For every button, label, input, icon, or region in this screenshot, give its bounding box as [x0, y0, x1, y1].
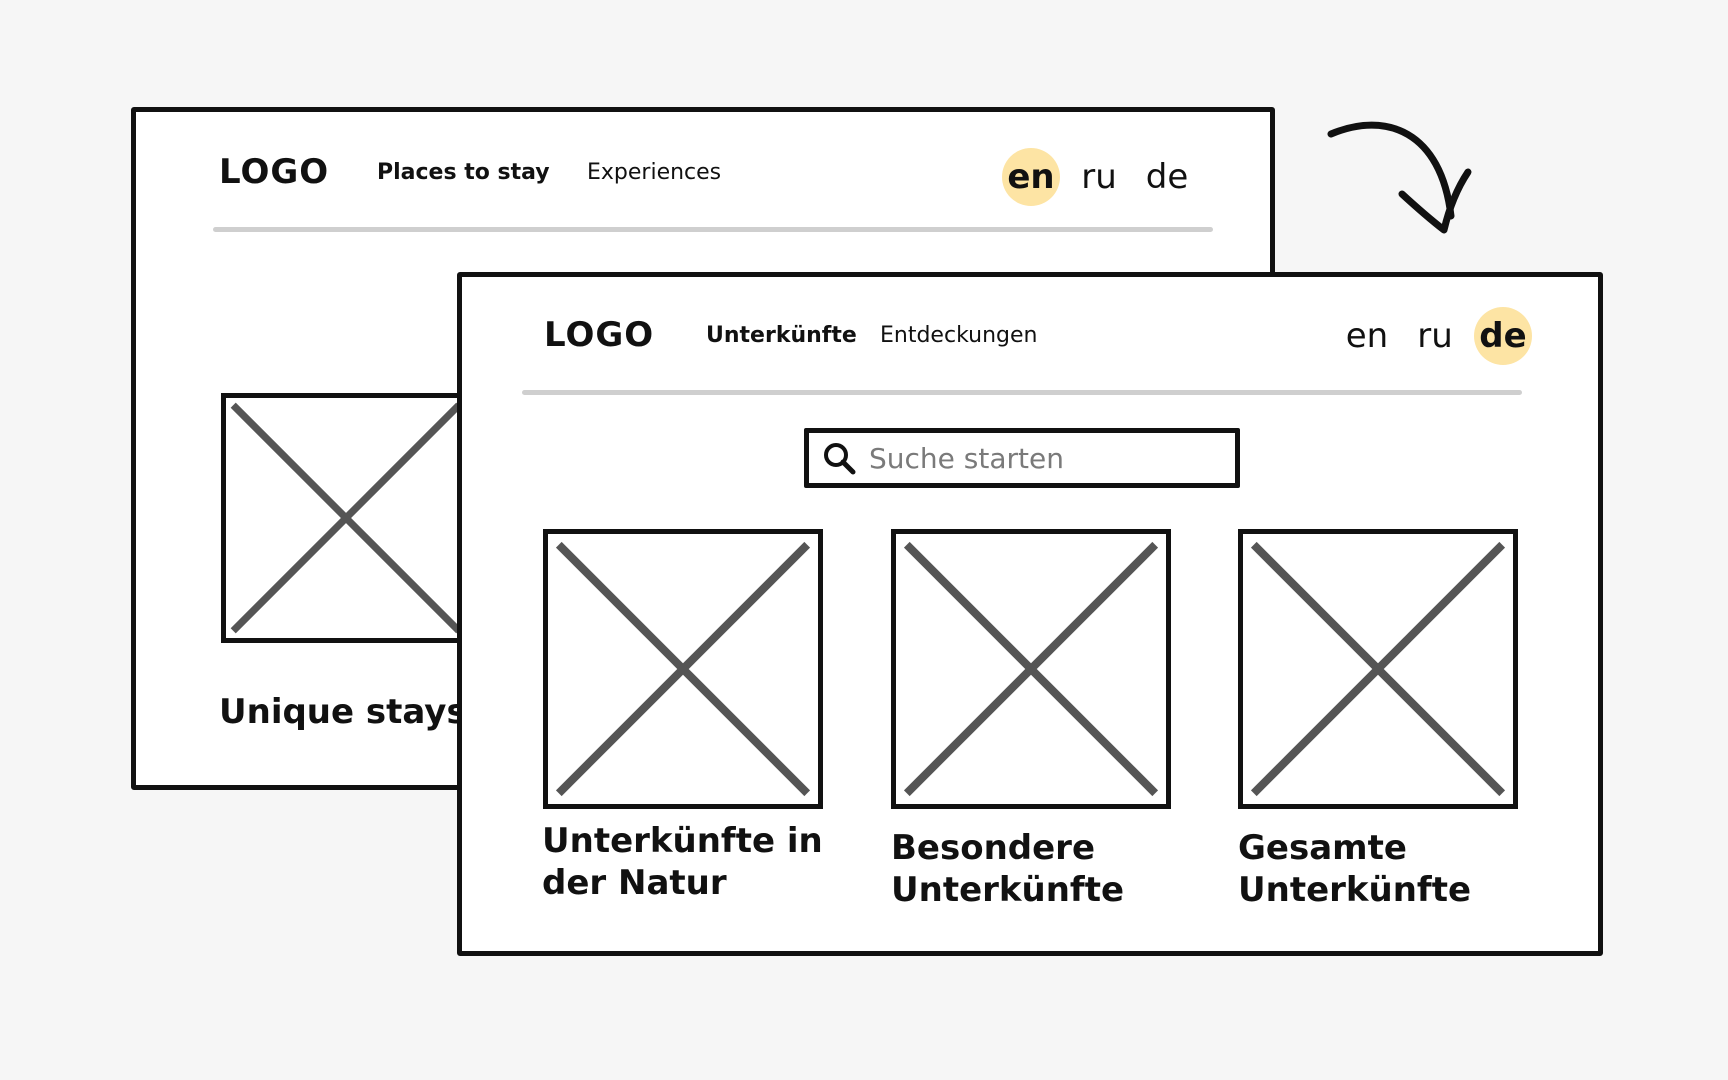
image-placeholder-special: [891, 529, 1171, 809]
card-label-special: Besondere Unterkünfte: [891, 828, 1125, 910]
header-divider: [213, 227, 1213, 232]
language-switcher: en ru de: [1338, 307, 1532, 365]
placeholder-cross-icon: [903, 541, 1159, 797]
header-divider: [522, 390, 1522, 395]
logo: LOGO: [219, 152, 330, 192]
language-switcher: en ru de: [1002, 148, 1196, 206]
placeholder-cross-icon: [230, 402, 462, 634]
search-input[interactable]: Suche starten: [804, 428, 1240, 488]
card-label-nature: Unterkünfte in der Natur: [542, 821, 823, 903]
placeholder-cross-icon: [1250, 541, 1506, 797]
nav-experiences[interactable]: Experiences: [587, 160, 722, 185]
nav-entdeckungen[interactable]: Entdeckungen: [880, 323, 1038, 348]
image-placeholder-nature: [543, 529, 823, 809]
lang-de[interactable]: de: [1145, 157, 1189, 197]
search-icon: [824, 443, 856, 475]
image-placeholder-entire: [1238, 529, 1518, 809]
lang-ru[interactable]: ru: [1081, 157, 1117, 197]
nav-unterkuenfte[interactable]: Unterkünfte: [706, 323, 857, 348]
lang-en[interactable]: en: [1002, 148, 1060, 206]
transition-arrow-icon: [1327, 121, 1472, 234]
lang-de[interactable]: de: [1474, 307, 1532, 365]
card-label-entire: Gesamte Unterkünfte: [1238, 828, 1472, 910]
nav-places-to-stay[interactable]: Places to stay: [377, 160, 550, 185]
image-placeholder: [221, 393, 471, 643]
placeholder-cross-icon: [555, 541, 811, 797]
card-label-unique-stays: Unique stays: [219, 692, 467, 732]
german-screen-frame: LOGO Unterkünfte Entdeckungen en ru de S…: [457, 272, 1603, 956]
logo: LOGO: [544, 315, 655, 355]
search-placeholder: Suche starten: [869, 441, 1064, 475]
lang-en[interactable]: en: [1345, 316, 1389, 356]
lang-ru[interactable]: ru: [1417, 316, 1453, 356]
